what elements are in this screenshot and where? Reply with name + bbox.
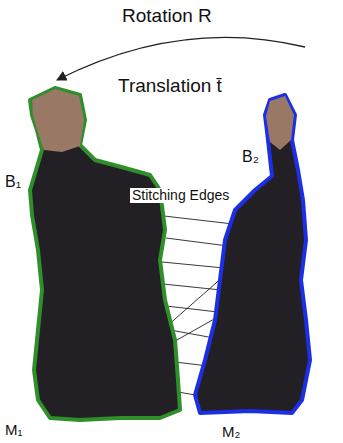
point-cloud-figure: B₂ M₂ — [185, 45, 335, 442]
body-silhouette — [185, 45, 335, 442]
transform-arrow — [57, 37, 305, 80]
mesh-label: M₂ — [222, 424, 240, 441]
edge-label: Rotation R — [122, 6, 212, 27]
body-silhouette — [0, 80, 190, 442]
boundary-label: B₁ — [5, 173, 21, 191]
annotation-label: Stitching Edges — [130, 188, 231, 203]
boundary-label: B₂ — [242, 148, 259, 166]
point-cloud-figure: B₁ M₁ — [0, 80, 190, 442]
annotation-label: Translation t̄ — [118, 76, 222, 97]
mesh-label: M₁ — [5, 422, 23, 439]
